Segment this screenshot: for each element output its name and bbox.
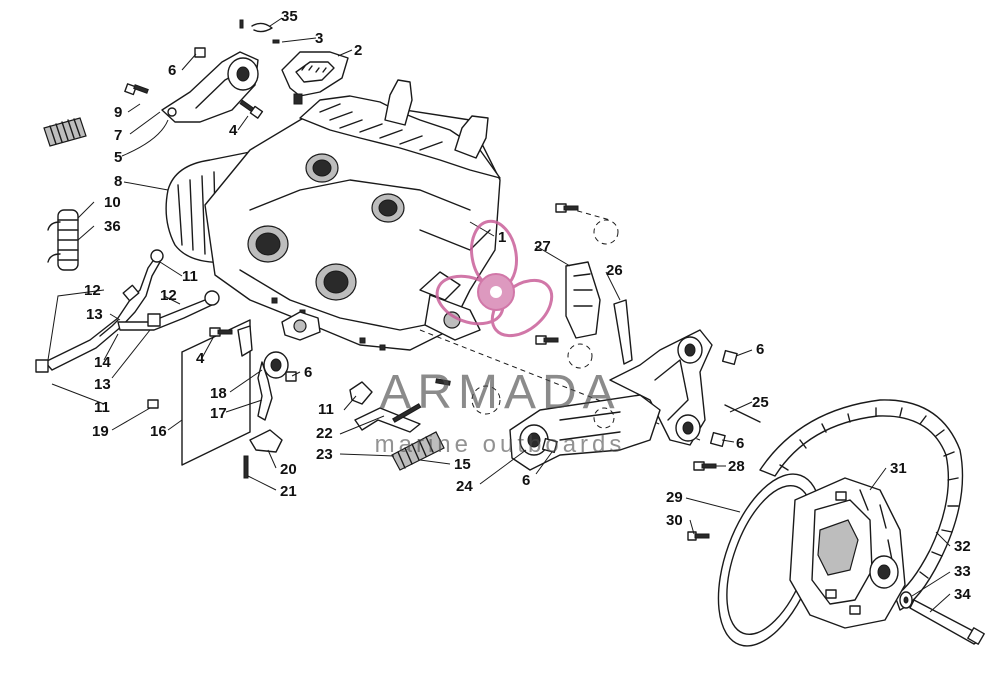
callout-13: 13 bbox=[94, 376, 111, 393]
bolt-7 bbox=[124, 83, 149, 96]
small-fastener bbox=[239, 19, 244, 29]
pin-3 bbox=[272, 39, 280, 44]
rear-mount-assembly bbox=[147, 319, 297, 479]
engine-block bbox=[165, 79, 501, 351]
coolant-hose-assembly bbox=[35, 249, 220, 373]
callout-24: 24 bbox=[456, 478, 473, 495]
callout-6: 6 bbox=[736, 435, 744, 452]
callout-25: 25 bbox=[752, 394, 769, 411]
callout-30: 30 bbox=[666, 512, 683, 529]
callout-22: 22 bbox=[316, 425, 333, 442]
damper-spring bbox=[43, 117, 87, 147]
callout-5: 5 bbox=[114, 149, 122, 166]
bolt-upper bbox=[239, 99, 264, 119]
callout-11: 11 bbox=[182, 268, 198, 285]
callout-4: 4 bbox=[196, 350, 205, 367]
lower-bracket-parts bbox=[349, 378, 451, 471]
lift-handle bbox=[281, 51, 349, 105]
callout-19: 19 bbox=[92, 423, 109, 440]
callout-36: 36 bbox=[104, 218, 121, 235]
callout-33: 33 bbox=[954, 563, 971, 580]
callout-16: 16 bbox=[150, 423, 167, 440]
callout-21: 21 bbox=[280, 483, 297, 500]
callout-13: 13 bbox=[86, 306, 103, 323]
callout-6: 6 bbox=[304, 364, 312, 381]
callout-20: 20 bbox=[280, 461, 297, 478]
callout-7: 7 bbox=[114, 127, 122, 144]
callout-23: 23 bbox=[316, 446, 333, 463]
callout-12: 12 bbox=[160, 287, 177, 304]
propeller-icon bbox=[435, 219, 554, 338]
drive-clutch-assembly bbox=[687, 399, 985, 647]
front-engine-mount-bracket bbox=[161, 51, 259, 123]
callout-29: 29 bbox=[666, 489, 683, 506]
nut-top bbox=[194, 47, 206, 58]
spring-clip bbox=[251, 22, 273, 33]
callout-10: 10 bbox=[104, 194, 121, 211]
callout-1: 1 bbox=[498, 229, 506, 246]
callout-6: 6 bbox=[522, 472, 530, 489]
callout-32: 32 bbox=[954, 538, 971, 555]
callout-26: 26 bbox=[606, 262, 623, 279]
callout-2: 2 bbox=[354, 42, 362, 59]
callout-labels: 35 3 2 6 9 7 4 5 8 10 36 1 27 26 11 12 1… bbox=[84, 8, 971, 603]
callout-6: 6 bbox=[756, 341, 764, 358]
callout-28: 28 bbox=[728, 458, 745, 475]
callout-8: 8 bbox=[114, 173, 122, 190]
callout-17: 17 bbox=[210, 405, 227, 422]
callout-34: 34 bbox=[954, 586, 971, 603]
callout-31: 31 bbox=[890, 460, 907, 477]
watermark-brand: ARMADA bbox=[379, 366, 620, 419]
callout-18: 18 bbox=[210, 385, 227, 402]
callout-6: 6 bbox=[168, 62, 176, 79]
callout-14: 14 bbox=[94, 354, 111, 371]
callout-9: 9 bbox=[114, 104, 122, 121]
watermark-tagline: marine outboards bbox=[375, 431, 626, 458]
hose-clamps bbox=[47, 209, 79, 271]
callout-4: 4 bbox=[229, 122, 238, 139]
armada-watermark: ARMADA marine outboards bbox=[375, 219, 626, 458]
leader-lines bbox=[47, 17, 951, 613]
drive-bracket-assembly bbox=[419, 203, 761, 471]
callout-15: 15 bbox=[454, 456, 471, 473]
callout-11: 11 bbox=[318, 401, 334, 418]
callout-12: 12 bbox=[84, 282, 101, 299]
callout-11: 11 bbox=[94, 399, 110, 416]
callout-27: 27 bbox=[534, 238, 551, 255]
callout-35: 35 bbox=[281, 8, 298, 25]
callout-3: 3 bbox=[315, 30, 323, 47]
